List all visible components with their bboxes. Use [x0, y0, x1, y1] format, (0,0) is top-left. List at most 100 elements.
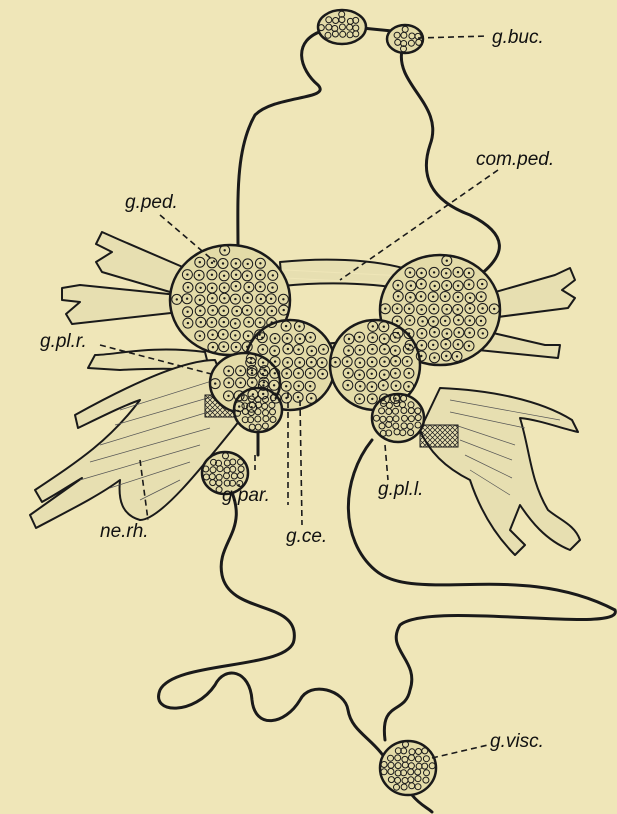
cell-nucleus	[421, 332, 423, 334]
cell-nucleus	[347, 349, 349, 351]
cell-nucleus	[383, 348, 385, 350]
cell-nucleus	[433, 357, 435, 359]
cell-nucleus	[262, 384, 264, 386]
cell-nucleus	[480, 296, 482, 298]
cell-nucleus	[420, 283, 422, 285]
cell-nucleus	[228, 382, 230, 384]
cell-nucleus	[358, 374, 360, 376]
cell-nucleus	[457, 319, 459, 321]
cell-nucleus	[299, 361, 301, 363]
cell-nucleus	[346, 360, 348, 362]
cell-nucleus	[310, 361, 312, 363]
cell-nucleus	[259, 286, 261, 288]
cell-nucleus	[321, 373, 323, 375]
cell-nucleus	[223, 346, 225, 348]
cell-nucleus	[211, 262, 213, 264]
cell-nucleus	[394, 336, 396, 338]
cell-nucleus	[358, 398, 360, 400]
cell-nucleus	[468, 283, 470, 285]
cell-nucleus	[261, 337, 263, 339]
cell-nucleus	[187, 322, 189, 324]
cell-nucleus	[286, 337, 288, 339]
cell-nucleus	[199, 261, 201, 263]
cell-nucleus	[239, 370, 241, 372]
cell-nucleus	[446, 308, 448, 310]
cell-nucleus	[282, 298, 284, 300]
cell-nucleus	[396, 308, 398, 310]
cell-nucleus	[394, 360, 396, 362]
cell-nucleus	[468, 332, 470, 334]
cell-nucleus	[212, 346, 214, 348]
cell-nucleus	[211, 287, 213, 289]
cell-nucleus	[298, 385, 300, 387]
cell-nucleus	[493, 308, 495, 310]
cell-nucleus	[383, 398, 385, 400]
cell-nucleus	[322, 348, 324, 350]
cell-nucleus	[199, 335, 201, 337]
cell-nucleus	[457, 343, 459, 345]
cell-nucleus	[432, 344, 434, 346]
cell-nucleus	[371, 398, 373, 400]
cell-nucleus	[248, 321, 250, 323]
cell-nucleus	[246, 275, 248, 277]
cell-nucleus	[297, 372, 299, 374]
cell-nucleus	[433, 308, 435, 310]
cell-nucleus	[309, 336, 311, 338]
cell-nucleus	[199, 299, 201, 301]
cell-nucleus	[228, 370, 230, 372]
cell-nucleus	[235, 274, 237, 276]
cell-nucleus	[274, 372, 276, 374]
cell-nucleus	[199, 310, 201, 312]
cell-nucleus	[457, 285, 459, 287]
cell-nucleus	[407, 348, 409, 350]
cell-nucleus	[259, 262, 261, 264]
cell-nucleus	[383, 374, 385, 376]
cell-nucleus	[358, 336, 360, 338]
cell-nucleus	[384, 308, 386, 310]
cell-nucleus	[285, 385, 287, 387]
cell-nucleus	[238, 395, 240, 397]
cell-nucleus	[383, 338, 385, 340]
cell-nucleus	[274, 337, 276, 339]
cell-nucleus	[247, 263, 249, 265]
cell-nucleus	[396, 320, 398, 322]
cell-nucleus	[211, 321, 213, 323]
cell-nucleus	[458, 331, 460, 333]
cell-nucleus	[444, 295, 446, 297]
cell-nucleus	[234, 322, 236, 324]
cell-nucleus	[262, 361, 264, 363]
cell-nucleus	[395, 385, 397, 387]
cell-nucleus	[334, 361, 336, 363]
cell-nucleus	[299, 338, 301, 340]
cell-nucleus	[347, 372, 349, 374]
cell-nucleus	[298, 325, 300, 327]
label-ne-rh: ne.rh.	[100, 522, 149, 541]
cell-nucleus	[421, 344, 423, 346]
cell-nucleus	[371, 386, 373, 388]
cell-nucleus	[271, 310, 273, 312]
cell-nucleus	[286, 361, 288, 363]
cell-nucleus	[409, 319, 411, 321]
cell-nucleus	[397, 284, 399, 286]
cell-nucleus	[285, 325, 287, 327]
cell-nucleus	[394, 349, 396, 351]
cell-nucleus	[420, 295, 422, 297]
cell-nucleus	[359, 349, 361, 351]
cell-nucleus	[311, 350, 313, 352]
cell-nucleus	[273, 350, 275, 352]
cell-nucleus	[234, 298, 236, 300]
cell-nucleus	[359, 385, 361, 387]
cell-nucleus	[446, 332, 448, 334]
cell-nucleus	[262, 348, 264, 350]
label-com-ped: com.ped.	[476, 150, 554, 169]
cell-nucleus	[235, 346, 237, 348]
cell-nucleus	[433, 271, 435, 273]
cell-nucleus	[394, 397, 396, 399]
cell-nucleus	[433, 331, 435, 333]
cell-nucleus	[469, 307, 471, 309]
cell-nucleus	[408, 332, 410, 334]
cell-nucleus	[263, 381, 265, 383]
cell-nucleus	[223, 321, 225, 323]
cell-nucleus	[469, 319, 471, 321]
